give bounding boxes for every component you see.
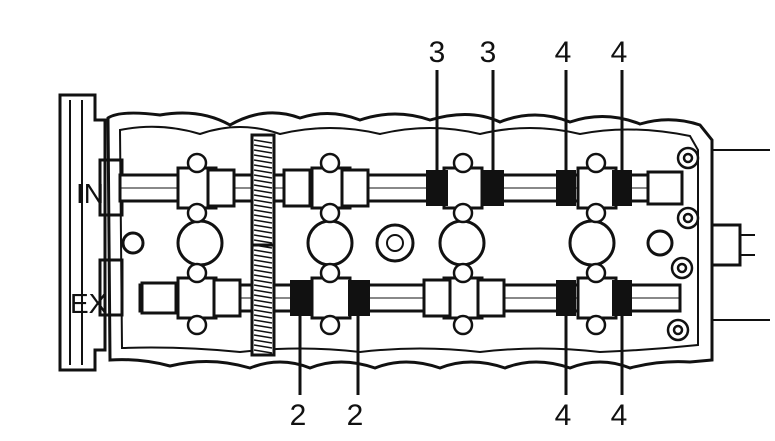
- cam-lobe-4d: [612, 280, 632, 316]
- callout-bottom-1: 2: [290, 399, 307, 432]
- cam-lobe-4b: [612, 170, 632, 206]
- callout-bottom-3: 4: [555, 399, 572, 432]
- head-bolts: [666, 146, 700, 342]
- cam-lobe-4a: [556, 170, 576, 206]
- cam-lobe-2b: [348, 280, 370, 316]
- callout-top-4: 4: [611, 36, 628, 69]
- exhaust-label: EX: [70, 288, 108, 319]
- callout-bottom-4: 4: [611, 399, 628, 432]
- callout-top-1: 3: [429, 36, 446, 69]
- intake-camshaft: [118, 152, 684, 224]
- exhaust-camshaft: [138, 262, 682, 336]
- callout-bottom-2: 2: [347, 399, 364, 432]
- cylinder-head-outline: [106, 111, 770, 370]
- callout-top-3: 4: [555, 36, 572, 69]
- timing-gear: [250, 133, 276, 357]
- cam-lobe-3a: [426, 170, 448, 206]
- top-callout-lines: [435, 70, 624, 172]
- cam-lobe-3b: [482, 170, 504, 206]
- callout-top-2: 3: [480, 36, 497, 69]
- intake-label: IN: [76, 178, 104, 209]
- cam-lobe-2a: [290, 280, 312, 316]
- bottom-callout-lines: [298, 316, 624, 395]
- cam-lobe-4c: [556, 280, 576, 316]
